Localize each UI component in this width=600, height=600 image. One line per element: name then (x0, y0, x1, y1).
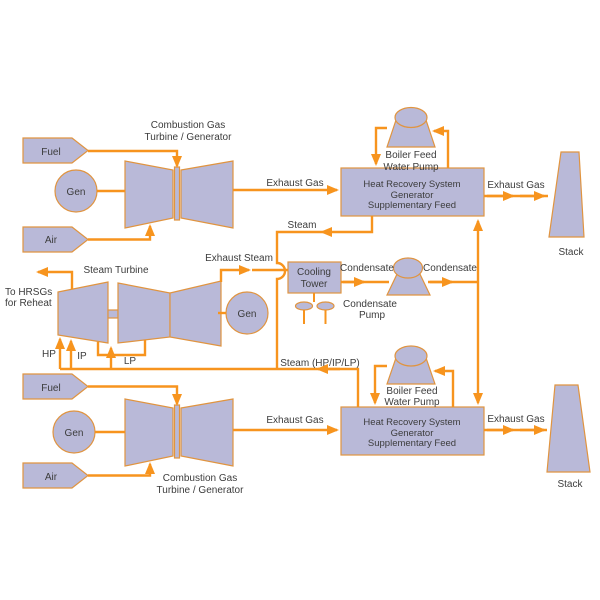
steam-turbine-label: Steam Turbine (83, 265, 148, 276)
gas-turbine-top-label-line1: Combustion Gas (151, 120, 225, 131)
condensate-pump-label-line1: Condensate (343, 299, 397, 310)
gas-turbine-top-combustor (173, 166, 181, 221)
cooling-tower (287, 261, 342, 294)
fuel-bottom-label: Fuel (41, 383, 60, 394)
condensate-left-label: Condensate (340, 263, 394, 274)
lp-inlet-manifold (96, 340, 147, 369)
bfwp-bottom-down-line (370, 364, 387, 405)
gas-turbine-bottom-combustor (173, 404, 181, 459)
stack-bottom-label: Stack (557, 479, 583, 490)
fuel-input-top (22, 137, 89, 164)
hrsg-top-label-line1: Heat Recovery System (363, 179, 460, 190)
hrsg-bottom-label-line2: Generator (391, 428, 434, 439)
bfwp-bottom-up-line (433, 366, 455, 407)
hrsg-top (340, 167, 485, 217)
condensate-right-label: Condensate (423, 263, 477, 274)
hrsg-top-label-line3: Supplementary Feed (368, 200, 456, 211)
air-line-bottom (88, 462, 155, 477)
gas-turbine-bottom-label-line2: Turbine / Generator (157, 485, 245, 496)
hrsg-top-label-line2: Generator (391, 190, 434, 201)
fuel-line-top (88, 149, 182, 168)
bfwp-bottom-label-line1: Boiler Feed (386, 386, 437, 397)
generator-top-label: Gen (67, 187, 86, 198)
bfwp-top-down-line (371, 126, 387, 166)
cooling-tower-label-line1: Cooling (297, 267, 331, 278)
stack-top-label: Stack (558, 247, 584, 258)
to-hrsgs-label-line2: for Reheat (5, 298, 52, 309)
steam-header-line (60, 367, 360, 407)
hp-label: HP (42, 349, 56, 360)
steam-turbine-lp-section (169, 280, 222, 347)
fuel-line-bottom (88, 385, 182, 406)
gas-turbine-bottom-turbine (180, 398, 234, 467)
hrsg-bottom (340, 406, 485, 456)
exhaust-gas-bottom-label: Exhaust Gas (266, 415, 323, 426)
exhaust-gas-stack-top-label: Exhaust Gas (487, 180, 544, 191)
steam-turbine-shaft-coupling (107, 309, 119, 319)
hrsg-bottom-label-line3: Supplementary Feed (368, 438, 456, 449)
cooling-fan-stems (303, 310, 327, 324)
stack-top (548, 151, 585, 238)
hrsg-bottom-label-line1: Heat Recovery System (363, 417, 460, 428)
bfwp-top-label-line2: Water Pump (383, 162, 439, 173)
gas-turbine-top-compressor (124, 160, 174, 229)
generator-bottom-label: Gen (65, 428, 84, 439)
cooling-fan-right (316, 301, 335, 311)
exhaust-gas-stack-bottom-label: Exhaust Gas (487, 414, 544, 425)
bfwp-top-up-line (432, 126, 450, 168)
cooling-fan-left (294, 301, 314, 311)
condensate-pump-head (392, 257, 424, 279)
steam-turbine-ip-section (117, 282, 171, 344)
ip-label: IP (77, 351, 87, 362)
air-bottom-label: Air (45, 472, 58, 483)
air-line-top (88, 224, 155, 241)
cooling-tower-label-line2: Tower (301, 279, 328, 290)
air-input-top (22, 226, 89, 253)
fuel-input-bottom (22, 373, 89, 400)
lp-label: LP (124, 356, 137, 367)
gas-turbine-top-label-line2: Turbine / Generator (145, 132, 233, 143)
steam-line-hrsg-top (320, 216, 374, 237)
bfwp-bottom-label-line2: Water Pump (384, 397, 440, 408)
exhaust-steam-label: Exhaust Steam (205, 253, 273, 264)
gas-turbine-top-turbine (180, 160, 234, 229)
exhaust-gas-top-label: Exhaust Gas (266, 178, 323, 189)
boiler-feed-pump-bottom-head (394, 345, 428, 367)
stack-bottom (546, 384, 591, 473)
to-hrsgs-reheat-line (36, 267, 74, 289)
air-top-label: Air (45, 235, 58, 246)
gas-turbine-bottom-compressor (124, 398, 174, 467)
fuel-top-label: Fuel (41, 147, 60, 158)
boiler-feed-pump-top-head (394, 106, 428, 129)
steam-label: Steam (288, 220, 317, 231)
condensate-pump-label-line2: Pump (359, 310, 386, 321)
air-input-bottom (22, 462, 89, 489)
gas-turbine-bottom-label-line1: Combustion Gas (163, 473, 237, 484)
bfwp-top-label-line1: Boiler Feed (385, 150, 436, 161)
exhaust-steam-line (219, 265, 251, 282)
steam-turbine-hp-section (57, 281, 109, 344)
generator-steam-turbine-label: Gen (238, 309, 257, 320)
steam-line-hrsg-top-drop (275, 230, 322, 369)
to-hrsgs-label-line1: To HRSGs (5, 287, 52, 298)
steam-header-label: Steam (HP/IP/LP) (280, 358, 359, 369)
